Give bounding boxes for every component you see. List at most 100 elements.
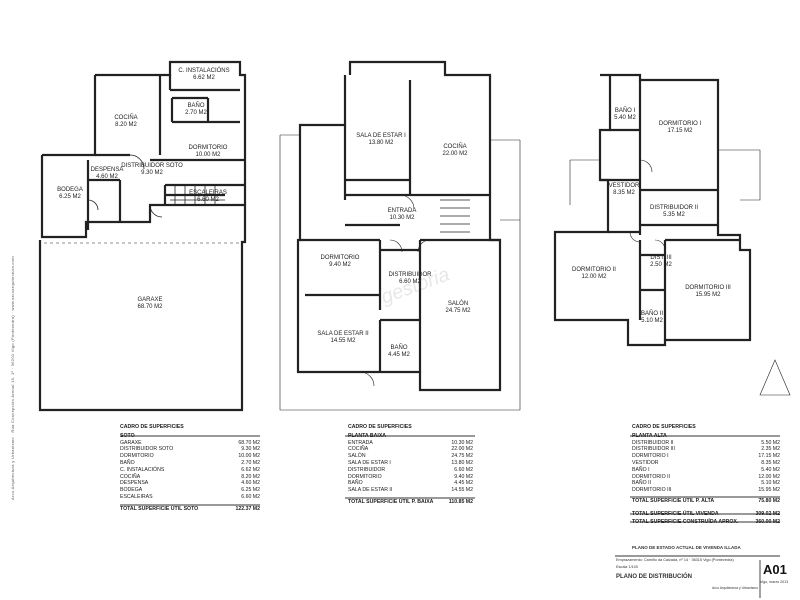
row-value: 17.15 M2: [758, 453, 780, 460]
table-row: DISTRIBUIDOR III 2.35 M2: [632, 446, 780, 453]
table-title: CADRO DE SUPERFICIES: [632, 424, 696, 430]
row-value: 4.60 M2: [241, 480, 260, 487]
row-value: 6.60 M2: [454, 466, 473, 473]
table-row: VESTIDOR 8.35 M2: [632, 460, 780, 467]
row-value: 12.00 M2: [758, 473, 780, 480]
sheet-title: PLANO DE DISTRIBUCIÓN: [616, 574, 693, 580]
row-value: 15.95 M2: [758, 487, 780, 494]
row-label: DORMITORIO: [120, 453, 154, 460]
table-section: PLANTA BAIXA: [348, 432, 387, 439]
row-value: 2.70 M2: [241, 459, 260, 466]
table-row: DORMITORIO I 17.15 M2: [632, 453, 780, 460]
row-label: SALA DE ESTAR I: [348, 459, 391, 466]
row-value: 5.40 M2: [761, 466, 780, 473]
row-label: SALÓN: [348, 453, 366, 460]
row-label: VESTIDOR: [632, 459, 659, 466]
table-baixa: CADRO DE SUPERFICIES PLANTA BAIXA ENTRAD…: [348, 424, 473, 506]
row-value: 6.60 M2: [241, 493, 260, 500]
project-location: Emprazamento: Camiño da Calzada, nº 14 ·…: [616, 558, 734, 562]
table-row: BAÑO II 5.10 M2: [632, 480, 780, 487]
table-row: DISTRIBUIDOR II 5.50 M2: [632, 440, 780, 447]
row-value: 4.45 M2: [454, 480, 473, 487]
row-value: 8.35 M2: [761, 459, 780, 466]
row-value: 5.50 M2: [761, 439, 780, 446]
plan-baixa: [279, 60, 521, 411]
row-label: BODEGA: [120, 487, 143, 494]
plan-soto: [38, 60, 247, 412]
row-value: 10.00 M2: [238, 453, 260, 460]
table-title: CADRO DE SUPERFICIES: [120, 424, 184, 430]
row-value: 24.75 M2: [451, 453, 473, 460]
row-label: DORMITORIO III: [632, 487, 672, 494]
sheet-author: Arco Arquitectura y Urbanismo: [712, 586, 758, 590]
row-value: 5.10 M2: [761, 480, 780, 487]
table-section: PLANTA ALTA: [632, 432, 667, 439]
row-label: BAÑO II: [632, 480, 652, 487]
row-label: DORMITORIO I: [632, 453, 669, 460]
table-title: CADRO DE SUPERFICIES: [348, 424, 412, 430]
row-value: 6.25 M2: [241, 487, 260, 494]
sheet-date: Vigo, marzo 2013: [760, 580, 789, 584]
table-row: DESPENSA 4.60 M2: [120, 480, 260, 487]
table-row: SALÓN 24.75 M2: [348, 453, 473, 460]
row-label: C. INSTALACIÓNS: [120, 466, 165, 473]
row-label: DISTRIBUIDOR II: [632, 439, 674, 446]
row-value: 9.30 M2: [241, 446, 260, 453]
row-label: ESCALEIRAS: [120, 493, 153, 500]
row-label: DISTRIBUIDOR III: [632, 446, 675, 453]
table-row: DORMITORIO II 12.00 M2: [632, 474, 780, 481]
row-value: 13.80 M2: [451, 459, 473, 466]
row-label: COCIÑA: [120, 473, 141, 480]
row-label: GARAXE: [120, 439, 142, 446]
summary-constructed: TOTAL SUPERFICIE CONSTRUÍDA APROX.360.00…: [632, 518, 780, 525]
row-label: SALA DE ESTAR II: [348, 487, 393, 494]
table-section: SOTO: [120, 432, 135, 439]
table-row: DORMITORIO III 15.95 M2: [632, 487, 780, 494]
row-label: DORMITORIO II: [632, 473, 670, 480]
row-label: DESPENSA: [120, 480, 149, 487]
project-scale: Escala 1/100: [616, 565, 638, 569]
table-row: DORMITORIO 10.00 M2: [120, 453, 260, 460]
table-row: ESCALEIRAS 6.60 M2: [120, 494, 260, 501]
table-row: BODEGA 6.25 M2: [120, 487, 260, 494]
row-value: 2.35 M2: [761, 446, 780, 453]
row-label: DORMITORIO: [348, 473, 382, 480]
